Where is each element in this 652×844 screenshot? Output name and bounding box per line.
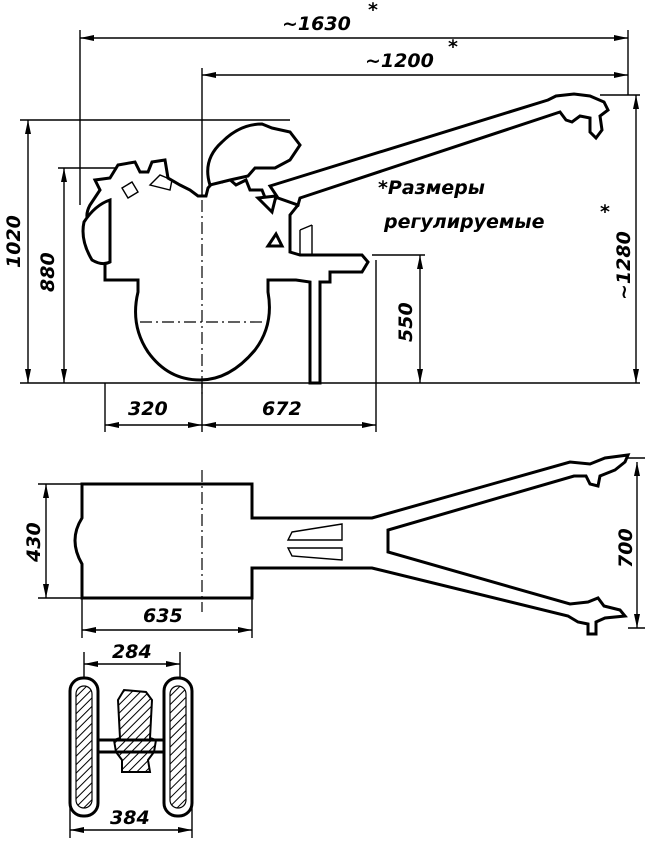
asterisk-handle-height: *	[600, 201, 610, 223]
label-plan-length: 635	[143, 605, 183, 627]
dim-track-outer: 384	[69, 800, 193, 838]
label-plan-width: 430	[23, 522, 45, 563]
plan-body-outline	[73, 453, 631, 636]
dim-plan-length: 635	[81, 598, 253, 638]
side-view: ~1630 * ~1200 * 1020 880	[3, 0, 640, 432]
plan-slot-upper	[286, 523, 343, 541]
label-track-inner: 284	[112, 641, 152, 663]
handle-bar	[267, 92, 610, 207]
plan-view: 430 700 635	[23, 453, 645, 638]
asterisk-overall: *	[368, 0, 378, 21]
dim-handle-height: ~1280 *	[600, 95, 639, 383]
label-frame-height: 550	[395, 302, 417, 342]
wheel-view: 284 384	[68, 641, 194, 838]
engine-body	[81, 122, 370, 385]
dim-frame-height: 550	[395, 255, 423, 383]
note-line-2: регулируемые	[383, 211, 545, 233]
label-axle-to-frame: 672	[262, 398, 302, 420]
dim-handle-span: 700	[615, 457, 645, 629]
gearbox-hatched	[112, 688, 158, 773]
asterisk-handle: *	[448, 36, 458, 58]
label-handle-span: 700	[615, 528, 637, 568]
label-height-total: 1020	[3, 215, 25, 268]
dim-bottom-row: 320 672	[104, 260, 377, 432]
dim-handle-length: ~1200 *	[202, 36, 628, 78]
plan-slot-lower	[286, 547, 343, 561]
label-axle-offset: 320	[128, 398, 168, 420]
dim-height-engine: 880	[37, 168, 67, 383]
dim-height-total: 1020	[3, 120, 31, 383]
label-height-engine: 880	[37, 252, 59, 292]
label-handle-height: ~1280	[613, 231, 635, 300]
label-overall-length: ~1630	[282, 13, 351, 35]
dim-plan-width: 430	[23, 483, 82, 599]
dim-overall-length: ~1630 *	[80, 0, 628, 41]
label-handle-length: ~1200	[365, 50, 434, 72]
note-line-1: *Размеры	[378, 177, 485, 199]
label-track-outer: 384	[110, 807, 150, 829]
